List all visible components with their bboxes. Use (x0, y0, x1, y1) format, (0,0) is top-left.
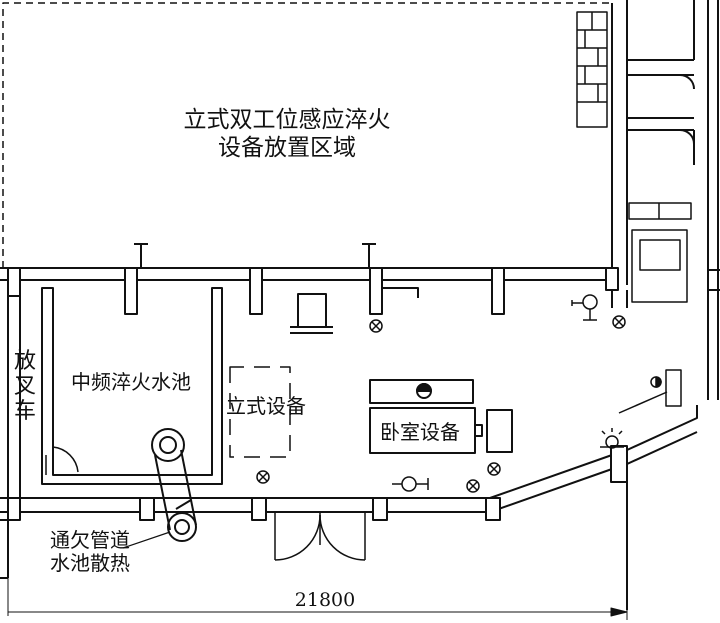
zone-boundary (2, 2, 612, 268)
light-fixtures (256, 315, 626, 493)
forklift-label-1: 放 (14, 349, 36, 374)
east-fixture (618, 369, 682, 414)
dimension-line (7, 578, 628, 620)
pipe-label-line1: 通欠管道 (50, 528, 130, 552)
forklift-label-2: 叉 (14, 374, 36, 399)
south-wall (0, 405, 698, 579)
west-wall (7, 296, 21, 498)
cooling-pipe (122, 428, 197, 549)
forklift-label-3: 车 (14, 399, 36, 424)
quench-pool-label: 中频淬火水池 (71, 370, 191, 394)
outlet-symbols (392, 294, 624, 492)
north-wall (0, 243, 619, 315)
quench-pool (41, 287, 223, 485)
pipe-label-line2: 水池散热 (50, 551, 130, 575)
vertical-equipment-label: 立式设备 (226, 394, 306, 418)
horizontal-equipment (369, 379, 513, 454)
horizontal-equipment-label: 卧室设备 (380, 420, 460, 444)
east-walls (611, 0, 720, 610)
control-cabinet (290, 293, 333, 334)
entrance-door (274, 512, 366, 561)
dimension-value: 21800 (295, 589, 355, 611)
brick-column (576, 11, 608, 128)
vertical-zone-title-line1: 立式双工位感应淬火 (184, 107, 391, 133)
vertical-zone-title-line2: 设备放置区域 (218, 135, 356, 161)
vertical-equipment-outline (229, 366, 291, 458)
